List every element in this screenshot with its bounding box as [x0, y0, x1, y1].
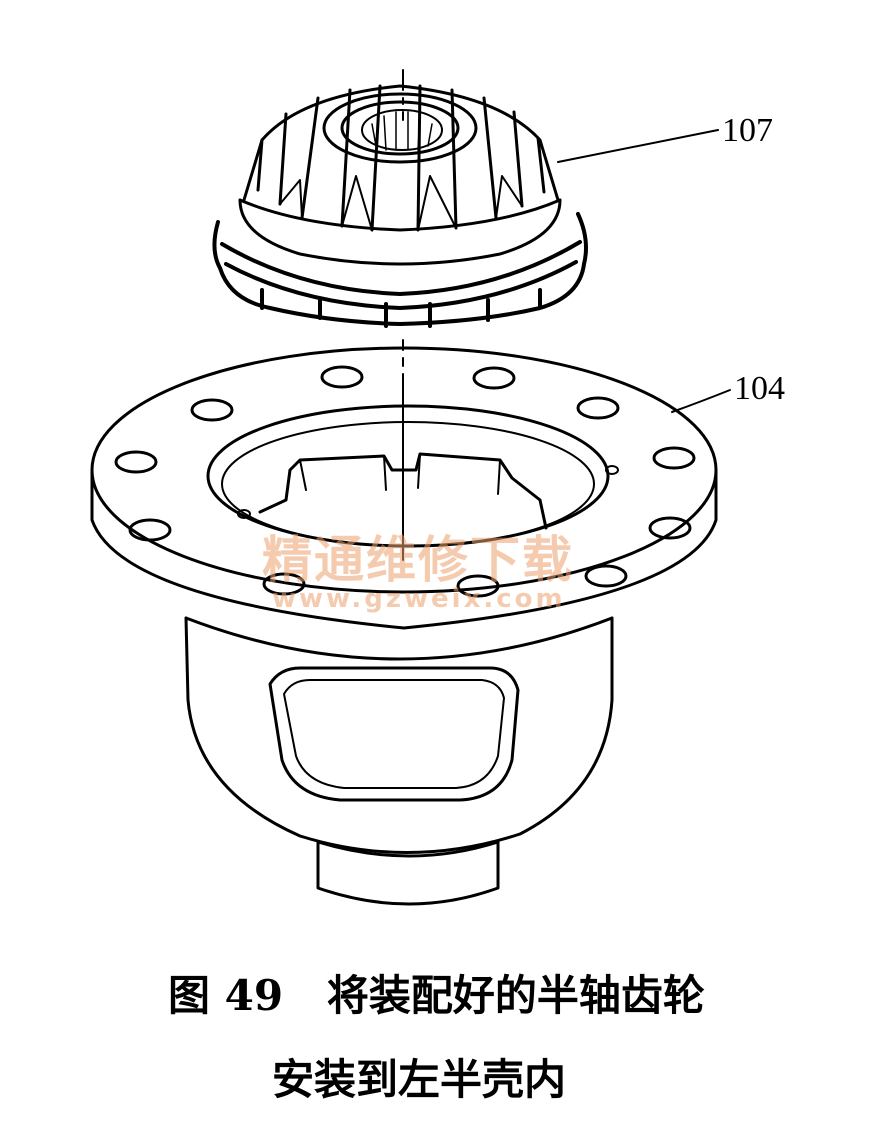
gear-hub: [322, 92, 478, 164]
side-gear-107: [212, 84, 588, 328]
half-housing-104: [90, 346, 718, 906]
bolt-hole: [320, 365, 364, 389]
bolt-hole: [472, 366, 516, 390]
leader-line-104: [671, 389, 731, 413]
bolt-hole: [456, 574, 500, 598]
gear-hub-splines: [361, 109, 443, 151]
bolt-hole: [584, 564, 628, 588]
bolt-hole: [128, 518, 172, 542]
part-label-107: 107: [722, 112, 773, 149]
bolt-hole: [648, 516, 692, 540]
figure-caption-line1: 图 49 将装配好的半轴齿轮: [168, 971, 705, 1020]
housing-shaft: [316, 840, 500, 906]
gear-washer-stack: [212, 212, 588, 326]
gear-washer-stack: [224, 260, 578, 310]
bolt-hole: [652, 446, 696, 470]
exploded-assembly-drawing: [90, 69, 731, 906]
gear-hub-splines: [371, 111, 433, 151]
bolt-hole: [237, 509, 251, 519]
bolt-hole: [605, 465, 619, 475]
bolt-holes: [114, 365, 696, 598]
bolt-hole: [114, 450, 158, 474]
watermark-text: 精通维修下载: [262, 530, 574, 589]
housing-shaft-top: [316, 840, 500, 858]
housing-window: [268, 666, 520, 802]
gear-teeth: [279, 175, 523, 231]
inner-lugs-lower: [299, 453, 501, 495]
leader-line-107: [557, 129, 719, 163]
figure-caption-line2: 安装到左半壳内: [272, 1055, 567, 1104]
bolt-hole: [262, 572, 306, 596]
gear-washer-stack: [220, 240, 582, 296]
gear-washer-stack: [260, 288, 542, 328]
housing-body-shoulder: [184, 616, 614, 661]
gear-base-ring: [238, 198, 562, 232]
part-label-104: 104: [734, 370, 785, 407]
bolt-hole: [576, 396, 620, 420]
flange-rim: [90, 468, 718, 630]
housing-body: [184, 616, 614, 854]
gear-teeth: [256, 84, 546, 232]
gear-base-ring: [238, 198, 562, 266]
gear-hub-bore: [340, 100, 460, 156]
flange-bore-inner: [221, 421, 595, 547]
housing-window-inner: [283, 679, 505, 789]
watermark-url: www.gzweix.com: [272, 584, 566, 614]
bolt-hole: [190, 398, 234, 422]
inner-lugs: [258, 452, 548, 530]
